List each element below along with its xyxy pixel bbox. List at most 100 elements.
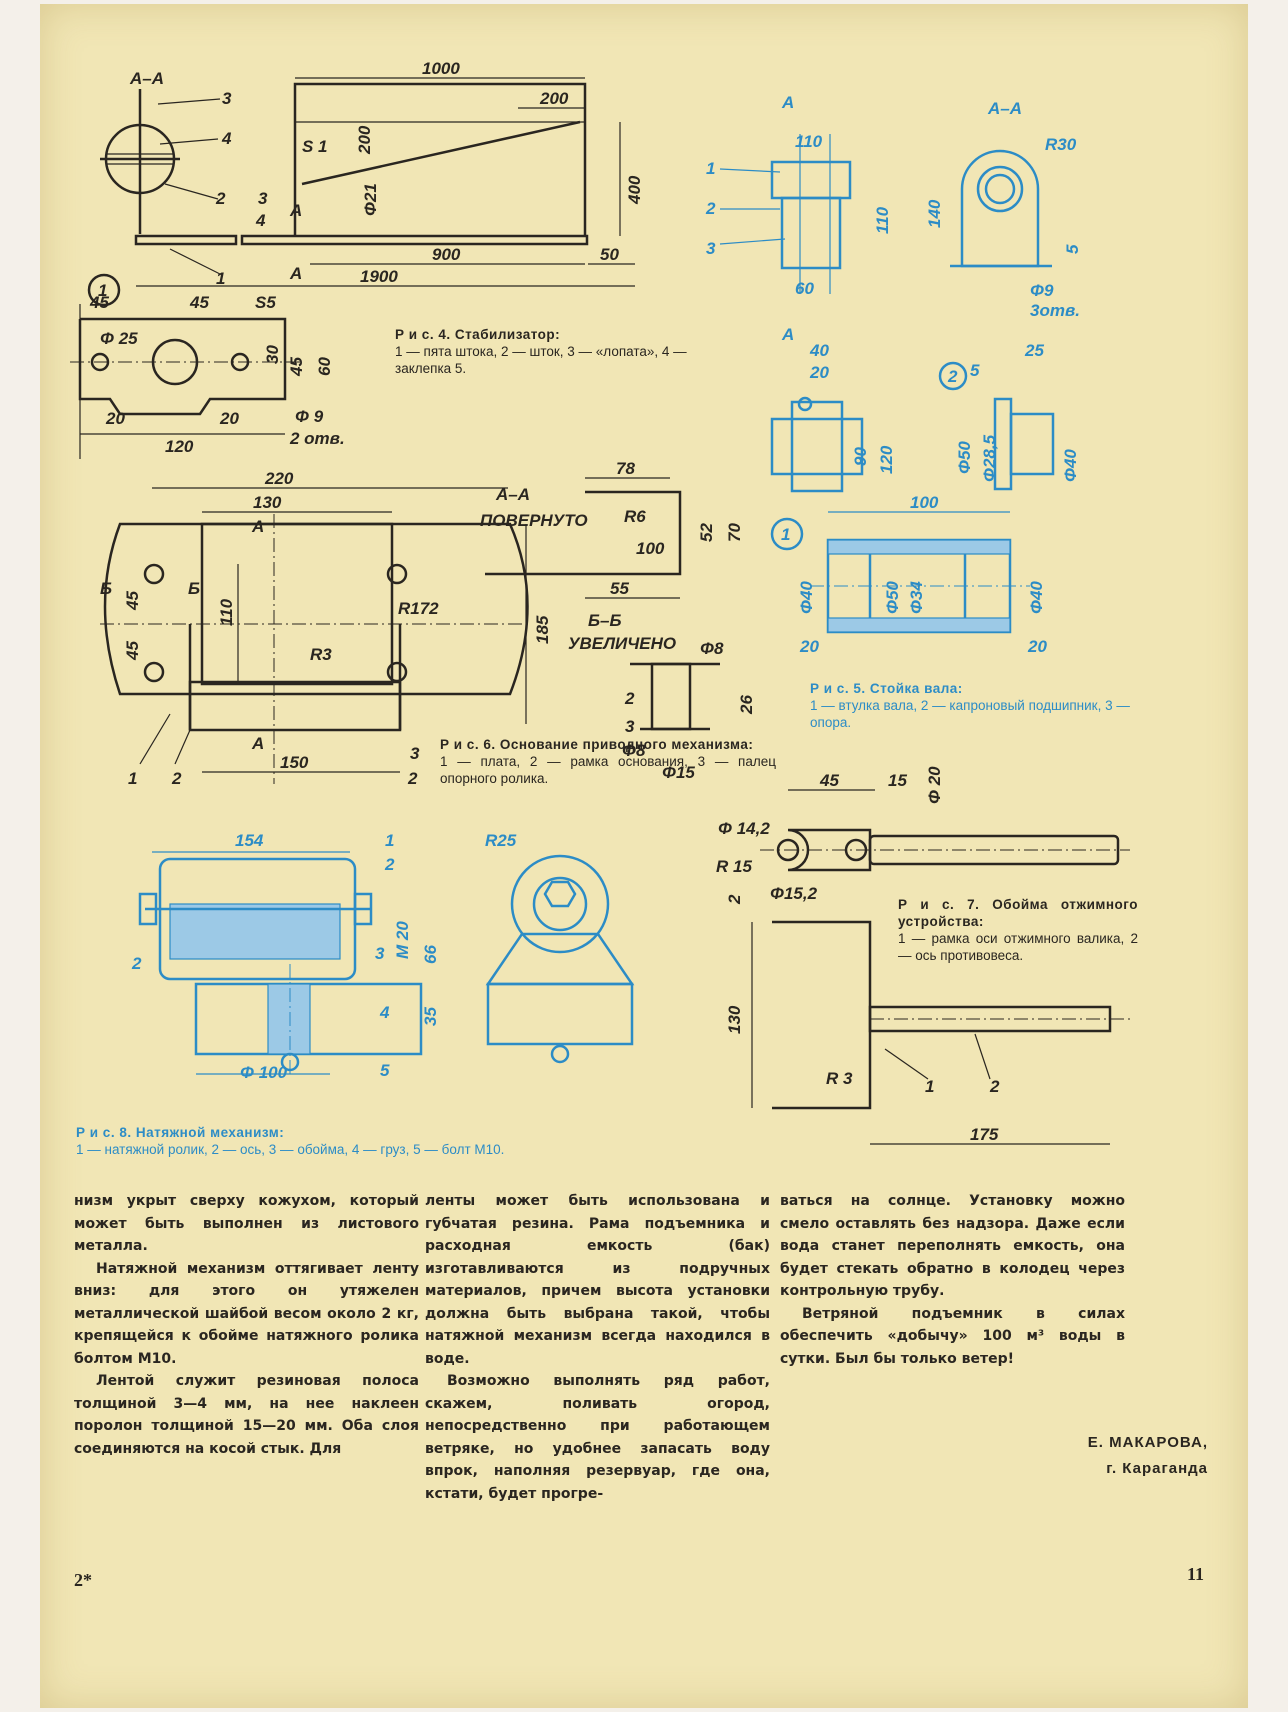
fig8-dim-2: 2: [131, 954, 142, 973]
fig5-dim-90: 90: [851, 447, 870, 466]
fig4-dim-120: 120: [165, 437, 194, 456]
footer-signature-mark: 2*: [74, 1570, 92, 1590]
fig4-dim-1000: 1000: [422, 59, 460, 78]
fig6-dim-70: 70: [725, 523, 744, 542]
fig5-caption-title: Р и с. 5. Стойка вала:: [810, 681, 963, 696]
fig6-callout-3: 3: [410, 744, 420, 763]
fig5-dim-140: 140: [925, 199, 944, 228]
fig8-m20: M 20: [393, 921, 412, 959]
fig6-secBB-title: Б–Б: [588, 611, 622, 630]
fig5-dim-120: 120: [877, 445, 896, 474]
fig5-dim-5b: 5: [970, 361, 980, 380]
fig5-secA-top: А: [781, 93, 794, 112]
col1-paragraph-3: Лентой служит резиновая полоса толщиной …: [74, 1373, 419, 1457]
fig6-secAA-title: А–А: [495, 485, 530, 504]
fig6-r6: R6: [624, 507, 646, 526]
fig8-dim-35: 35: [421, 1007, 440, 1026]
fig6-secBB-sub: УВЕЛИЧЕНО: [568, 634, 676, 653]
fig4-secA-bottom: А: [289, 264, 302, 283]
fig5-callout-3: 3: [706, 239, 716, 258]
figure-7-drawing: 45 15 Φ 20 Φ 14,2 R 15 Φ15,2 2 130 R 3 1…: [716, 766, 1130, 1145]
article-column-1: низм укрыт сверху кожухом, который может…: [74, 1190, 419, 1460]
col3-paragraph-1: ваться на солнце. Установку можно смело …: [780, 1193, 1125, 1299]
fig6-r172: R172: [398, 599, 439, 618]
col3-paragraph-2: Ветряной подъемник в силах обеспечить «д…: [780, 1305, 1125, 1367]
fig5-callout-2: 2: [705, 199, 716, 218]
figure-8-drawing: 154 2 M 20 66 35 Φ 100 1 2 3 4 5 R25: [131, 831, 635, 1082]
fig4-dim-50: 50: [600, 245, 619, 264]
fig6-dim-phi8a: Φ8: [700, 639, 724, 658]
fig5-holes: 3отв.: [1030, 301, 1080, 320]
fig8-dim-154: 154: [235, 831, 264, 850]
fig6-dim-45b: 45: [123, 641, 142, 661]
fig5-dim-phi40b: Φ40: [1027, 581, 1046, 614]
author-city: г. Караганда: [1106, 1460, 1208, 1477]
fig5-detail2-num: 2: [947, 367, 958, 386]
fig4-detail-num: 1: [98, 281, 107, 300]
fig6-dim-185: 185: [533, 615, 552, 644]
fig7-dim-175: 175: [970, 1125, 999, 1144]
page-number: 11: [1186, 1564, 1204, 1584]
fig7-caption: Р и с. 7. Обойма отжимного устройства: 1…: [898, 896, 1138, 964]
fig5-dim-phi40a: Φ40: [797, 581, 816, 614]
magazine-page: А–А 3 4 2 1 S 1 3 4 1000 200 200 400 Φ21…: [40, 4, 1248, 1708]
fig6-dim-phi8b: Φ8: [622, 741, 646, 760]
fig5-r30: R30: [1045, 135, 1077, 154]
figure-6-drawing: 220 130 А А Б Б 45 45 110 R172 R3 185 15…: [100, 459, 756, 788]
fig4-dim-1900: 1900: [360, 267, 398, 286]
fig6-dim-52: 52: [697, 523, 716, 542]
fig5-dim-20b: 20: [1027, 637, 1047, 656]
fig4-dim-phi21: Φ21: [361, 183, 380, 216]
fig8-caption-body: 1 — натяжной ролик, 2 — ось, 3 — обойма,…: [76, 1142, 505, 1157]
fig4-callout-3b: 3: [258, 189, 268, 208]
fig4-secA-top: А: [289, 201, 302, 220]
fig7-dim-2: 2: [725, 894, 744, 905]
fig7-dim-15: 15: [888, 771, 907, 790]
fig7-callout-1: 1: [925, 1077, 934, 1096]
fig4-caption: Р и с. 4. Стабилизатор: 1 — пята штока, …: [395, 326, 735, 377]
fig6-callout-2b: 2: [407, 769, 418, 788]
fig6-secB-left: Б: [100, 579, 112, 598]
fig7-dim-phi152: Φ15,2: [770, 884, 818, 903]
fig8-callout-4: 4: [379, 1003, 390, 1022]
fig4-s1: S 1: [302, 137, 328, 156]
fig6-callout-2: 2: [171, 769, 182, 788]
fig6-r3: R3: [310, 645, 332, 664]
fig5-dim-phi40v: Φ40: [1061, 449, 1080, 482]
fig5-caption: Р и с. 5. Стойка вала: 1 — втулка вала, …: [810, 680, 1140, 731]
fig6-caption: Р и с. 6. Основание приводного механизма…: [440, 736, 776, 787]
fig4-callout-4b: 4: [255, 211, 266, 230]
fig5-callout-1: 1: [706, 159, 715, 178]
fig4-dim-60: 60: [315, 357, 334, 376]
fig5-dim-phi9: Φ9: [1030, 281, 1054, 300]
fig5-dim-40: 40: [809, 341, 829, 360]
fig5-dim-20a: 20: [799, 637, 819, 656]
article-column-3: ваться на солнце. Установку можно смело …: [780, 1190, 1125, 1370]
fig7-callout-2: 2: [989, 1077, 1000, 1096]
fig4-dim-45b: 45: [189, 293, 209, 312]
fig4-dim-30: 30: [263, 345, 282, 364]
fig4-callout-4: 4: [221, 129, 232, 148]
fig4-dim-20a: 20: [105, 409, 125, 428]
fig7-dim-45: 45: [819, 771, 839, 790]
fig6-dim-110: 110: [217, 598, 236, 626]
fig7-dim-phi142: Φ 14,2: [718, 819, 770, 838]
fig4-dim-45v: 45: [287, 357, 306, 377]
fig5-dim-phi50d: Φ50: [883, 581, 902, 614]
col1-paragraph-1: низм укрыт сверху кожухом, который может…: [74, 1193, 419, 1254]
col2-paragraph-1: ленты может быть использована и губчатая…: [425, 1193, 770, 1367]
fig7-caption-body: 1 — рамка оси отжимного валика, 2 — ось …: [898, 931, 1138, 963]
fig5-dim-20: 20: [809, 363, 829, 382]
fig4-dim-phi25: Φ 25: [100, 329, 138, 348]
fig6-dim-130: 130: [253, 493, 282, 512]
fig5-dim-phi50: Φ50: [955, 441, 974, 474]
fig4-dim-20b: 20: [219, 409, 239, 428]
fig8-caption-title: Р и с. 8. Натяжной механизм:: [76, 1125, 285, 1140]
fig6-caption-title: Р и с. 6. Основание приводного механизма…: [440, 737, 754, 752]
fig6-dim-phi15: Φ15: [662, 763, 695, 782]
fig5-dim-110v: 110: [873, 206, 892, 234]
fig5-dim-60: 60: [795, 279, 814, 298]
fig4-caption-title: Р и с. 4. Стабилизатор:: [395, 327, 561, 342]
fig6-dim-78: 78: [616, 459, 635, 478]
fig5-dim-110: 110: [795, 132, 823, 151]
